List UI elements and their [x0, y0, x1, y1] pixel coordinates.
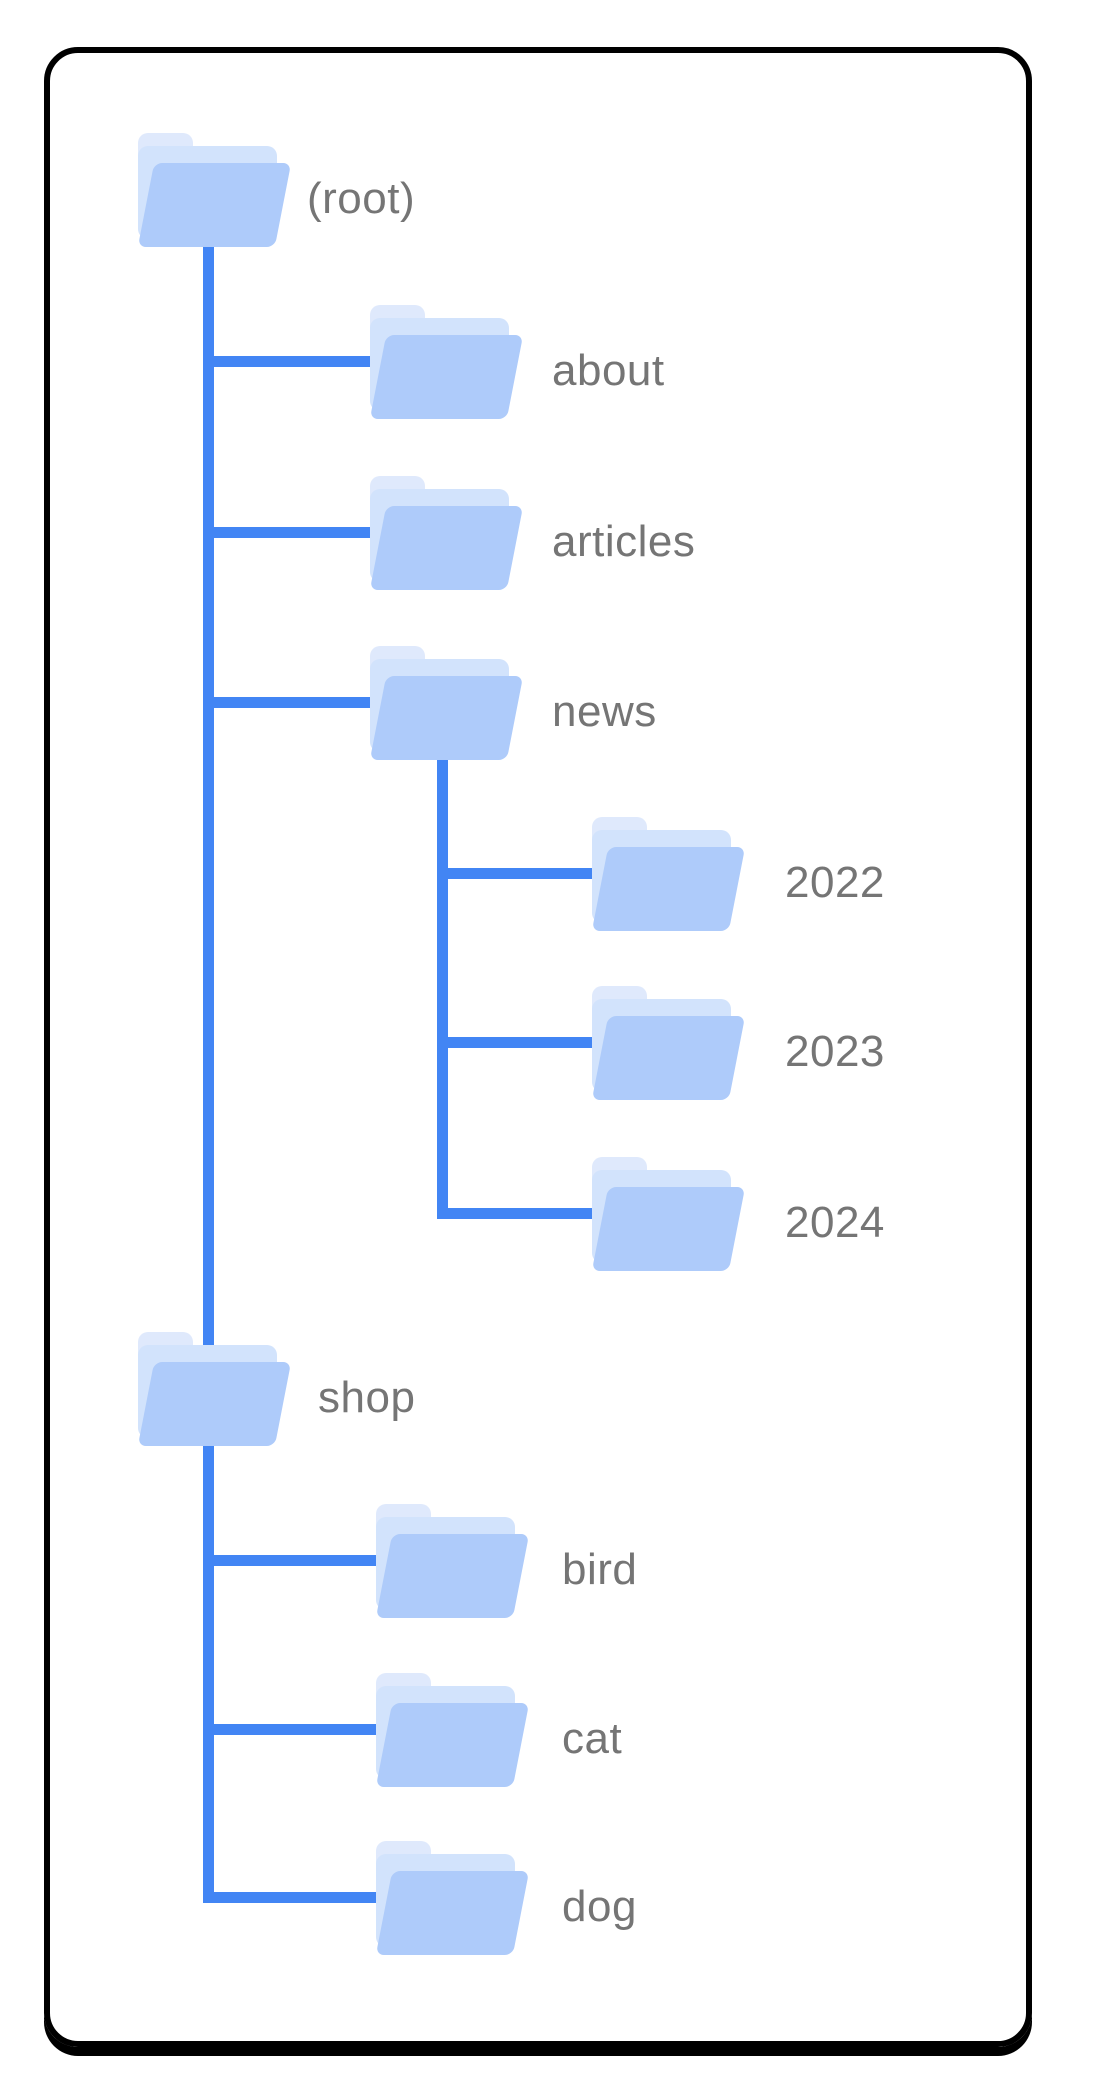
folder-icon	[375, 1504, 530, 1618]
node-label: 2022	[785, 858, 885, 907]
folder-front-cover	[591, 847, 746, 931]
tree-node-root: (root)	[137, 133, 558, 247]
folder-icon	[375, 1673, 530, 1787]
node-label: about	[552, 346, 665, 395]
tree-node-news: news	[369, 646, 790, 760]
diagram-card-frame	[44, 47, 1032, 2047]
folder-icon	[591, 986, 746, 1100]
folder-front-cover	[369, 506, 524, 590]
trunk-line-news	[437, 757, 448, 1219]
folder-icon	[369, 646, 524, 760]
branch-line-2024	[437, 1208, 605, 1219]
folder-icon	[137, 133, 292, 247]
folder-icon	[369, 476, 524, 590]
folder-icon	[591, 1157, 746, 1271]
node-label: shop	[318, 1373, 416, 1422]
tree-node-articles: articles	[369, 476, 790, 590]
node-label: 2024	[785, 1198, 885, 1247]
tree-node-2022: 2022	[591, 817, 1012, 931]
tree-node-cat: cat	[375, 1673, 796, 1787]
node-label: bird	[562, 1545, 638, 1594]
node-label: news	[552, 687, 657, 736]
folder-front-cover	[137, 1362, 292, 1446]
trunk-line-root	[203, 244, 214, 1903]
tree-node-bird: bird	[375, 1504, 796, 1618]
folder-icon	[591, 817, 746, 931]
folder-icon	[375, 1841, 530, 1955]
branch-line-news	[203, 697, 385, 708]
node-label: 2023	[785, 1027, 885, 1076]
folder-front-cover	[137, 163, 292, 247]
branch-line-cat	[203, 1724, 390, 1735]
branch-line-about	[203, 356, 385, 367]
tree-node-2024: 2024	[591, 1157, 1012, 1271]
folder-front-cover	[375, 1703, 530, 1787]
tree-node-shop: shop	[137, 1332, 558, 1446]
branch-line-articles	[203, 527, 385, 538]
folder-icon	[369, 305, 524, 419]
branch-line-dog	[203, 1892, 390, 1903]
folder-front-cover	[369, 335, 524, 419]
node-label: (root)	[307, 174, 416, 223]
node-label: dog	[562, 1882, 637, 1931]
branch-line-2022	[437, 868, 605, 879]
node-label: articles	[552, 517, 696, 566]
node-label: cat	[562, 1714, 623, 1763]
folder-front-cover	[591, 1187, 746, 1271]
branch-line-2023	[437, 1037, 605, 1048]
folder-front-cover	[375, 1871, 530, 1955]
tree-node-dog: dog	[375, 1841, 796, 1955]
folder-front-cover	[369, 676, 524, 760]
branch-line-bird	[203, 1555, 390, 1566]
folder-icon	[137, 1332, 292, 1446]
folder-front-cover	[591, 1016, 746, 1100]
folder-front-cover	[375, 1534, 530, 1618]
tree-node-2023: 2023	[591, 986, 1012, 1100]
tree-node-about: about	[369, 305, 790, 419]
